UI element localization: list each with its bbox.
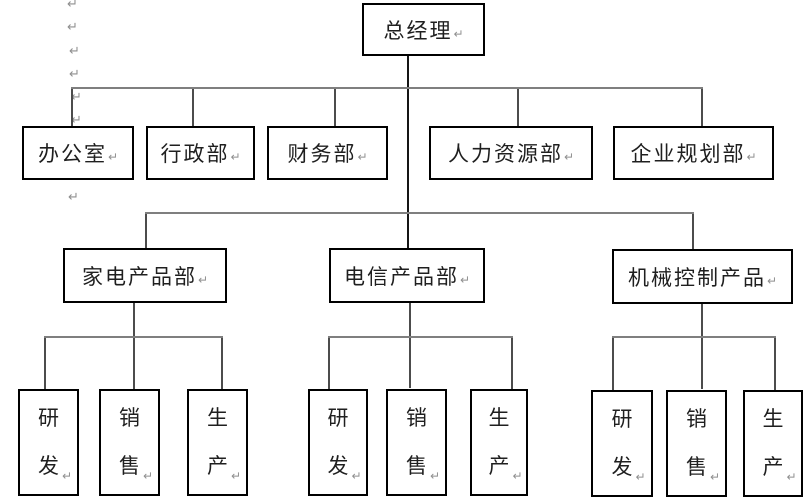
connector-drop-machinery-rd: [612, 338, 614, 390]
connector-drop-telecom-production: [511, 338, 513, 390]
return-mark: ↵: [197, 272, 209, 287]
org-node-label: 发: [327, 454, 349, 478]
org-node-label: 产: [762, 455, 784, 479]
org-node-appliance-rd[interactable]: 研 发↵: [18, 389, 79, 496]
org-node-general-manager[interactable]: 总经理↵: [362, 3, 485, 56]
return-mark: ↵: [429, 469, 440, 483]
org-node-label: 家电产品部: [81, 264, 197, 289]
return-mark: ↵: [357, 150, 368, 164]
org-node-label: 售: [119, 454, 140, 478]
connector-telecom-bus: [328, 336, 513, 338]
connector-level3-bus: [145, 212, 694, 214]
paragraph-mark: ↵: [67, 0, 78, 12]
org-node-appliance-sales[interactable]: 销 售↵: [99, 389, 160, 496]
return-mark: ↵: [709, 470, 720, 484]
org-node-machinery-production[interactable]: 生 产↵: [743, 390, 803, 497]
connector-drop-appliance-production: [221, 338, 223, 390]
connector-drop-hr: [517, 89, 519, 127]
org-node-label: 办公室: [37, 142, 107, 166]
connector-drop-finance: [334, 89, 336, 127]
org-node-machinery-rd[interactable]: 研 发↵: [591, 390, 653, 497]
connector-drop-admin: [192, 89, 194, 127]
paragraph-mark: ↵: [67, 20, 78, 35]
org-node-label: 发: [38, 454, 59, 478]
return-mark: ↵: [107, 150, 119, 164]
connector-drop-appliance-rd: [44, 338, 46, 390]
org-node-telecom-division[interactable]: 电信产品部↵: [329, 248, 485, 303]
return-mark: ↵: [351, 469, 362, 483]
connector-machinery-trunk: [701, 303, 703, 389]
connector-machinery-bus: [612, 336, 776, 338]
org-node-telecom-production[interactable]: 生 产↵: [470, 389, 528, 496]
return-mark: ↵: [459, 272, 471, 287]
org-node-label: 生: [207, 406, 228, 430]
paragraph-mark: ↵: [71, 90, 82, 105]
return-mark: ↵: [635, 470, 646, 484]
connector-telecom-trunk: [409, 302, 411, 388]
org-node-label: 总经理: [383, 18, 453, 43]
return-mark: ↵: [230, 150, 241, 164]
connector-appliance-trunk: [133, 303, 135, 389]
org-node-telecom-sales[interactable]: 销 售↵: [386, 389, 447, 496]
connector-drop-planning: [701, 89, 703, 127]
org-node-label: 研: [327, 406, 349, 430]
org-node-telecom-rd[interactable]: 研 发↵: [308, 389, 368, 496]
paragraph-mark: ↵: [68, 190, 79, 205]
org-node-label: 企业规划部: [630, 142, 746, 166]
org-node-label: 售: [686, 455, 707, 479]
return-mark: ↵: [563, 150, 575, 164]
org-node-label: 机械控制产品: [627, 265, 766, 290]
connector-level2-bus: [71, 87, 703, 89]
connector-root-trunk: [407, 56, 409, 248]
org-node-office[interactable]: 办公室↵: [22, 126, 134, 180]
connector-drop-machinery-production: [774, 338, 776, 390]
return-mark: ↵: [61, 469, 72, 483]
org-node-label: 研: [38, 406, 59, 430]
return-mark: ↵: [512, 469, 523, 483]
org-node-appliance-production[interactable]: 生 产↵: [187, 389, 248, 496]
connector-drop-office: [71, 89, 73, 127]
org-node-label: 行政部: [160, 142, 230, 166]
org-node-label: 销: [406, 406, 427, 430]
org-node-machinery-sales[interactable]: 销 售↵: [666, 390, 727, 497]
org-node-label: 产: [488, 454, 510, 478]
org-node-planning[interactable]: 企业规划部↵: [613, 126, 774, 180]
paragraph-mark: ↵: [69, 67, 80, 82]
org-node-label: 售: [406, 454, 427, 478]
connector-appliance-bus: [44, 336, 223, 338]
org-node-appliance-division[interactable]: 家电产品部↵: [63, 248, 227, 303]
return-mark: ↵: [453, 26, 464, 41]
org-node-finance[interactable]: 财务部↵: [267, 126, 388, 180]
org-node-hr[interactable]: 人力资源部↵: [429, 126, 593, 180]
org-node-label: 发: [611, 455, 633, 479]
org-node-admin[interactable]: 行政部↵: [146, 126, 255, 180]
connector-drop-appliance: [145, 214, 147, 249]
paragraph-mark: ↵: [69, 44, 80, 59]
org-node-label: 研: [611, 407, 633, 431]
org-node-label: 电信产品部: [343, 264, 459, 289]
connector-drop-telecom-rd: [328, 338, 330, 390]
org-node-label: 财务部: [287, 142, 357, 166]
org-node-label: 产: [207, 454, 228, 478]
connector-drop-machinery: [692, 214, 694, 250]
return-mark: ↵: [786, 470, 797, 484]
org-node-machinery-division[interactable]: 机械控制产品↵: [612, 249, 793, 304]
paragraph-mark: ↵: [71, 113, 82, 128]
org-node-label: 生: [488, 406, 510, 430]
return-mark: ↵: [142, 469, 153, 483]
org-node-label: 销: [686, 407, 707, 431]
return-mark: ↵: [230, 469, 241, 483]
org-node-label: 生: [762, 407, 784, 431]
org-node-label: 销: [119, 406, 140, 430]
return-mark: ↵: [746, 150, 757, 164]
return-mark: ↵: [766, 273, 778, 288]
org-node-label: 人力资源部: [447, 142, 563, 166]
